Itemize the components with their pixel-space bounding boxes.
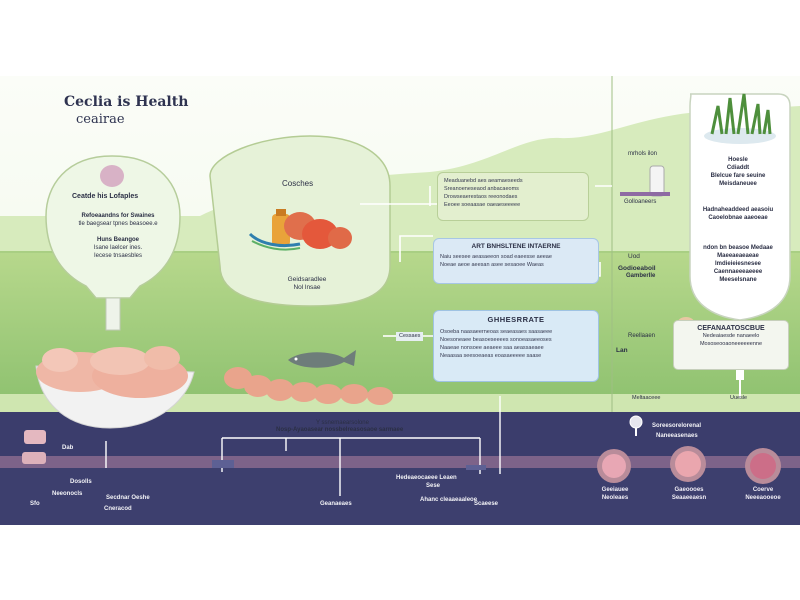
- side-label: Lan: [616, 347, 628, 354]
- title-line1: Ceclia is Health: [64, 94, 189, 110]
- right-panel-box: CEFANAATOSCBUE Nedeaiaesde nanaeelo Moso…: [673, 320, 789, 370]
- right-panel-frame: [689, 93, 791, 321]
- side-label: Godioeaboil: [618, 265, 656, 272]
- title-line2: ceairae: [76, 112, 125, 127]
- right-panel-lower-text: ndon bn beasoe Medaae Maeeaeaeaeae Imdie…: [690, 244, 786, 284]
- left-bulb-row: tle baegsear tpnes beasoee.e: [78, 221, 158, 227]
- left-bulb-heading: Ceatde his Lofaples: [72, 193, 139, 200]
- right-panel-line: Meeselsnane: [719, 277, 757, 283]
- left-bulb-row: Huns Beangoe: [96, 237, 139, 243]
- bottom-left-item: Sfo: [30, 501, 40, 507]
- fish-icon: [288, 350, 356, 368]
- grass-tuft-icon: [704, 93, 776, 144]
- intestine-platter-icon: [35, 346, 195, 429]
- vegetables-icon: [248, 209, 352, 251]
- side-label: Gamberlle: [626, 273, 656, 279]
- right-box-line: Nedeaiaesde nanaeelo: [702, 333, 760, 339]
- callout-line: Drowseaerestaos reeonodaes: [444, 194, 518, 200]
- callout-line: Osoeba naasaeerneoas seaeasaes saasaeee: [440, 329, 553, 335]
- right-panel-line: ndon bn beasoe Medaae: [703, 245, 773, 251]
- organ-caption-line: Gaeoooes: [674, 487, 704, 493]
- callout-header: GHHESRRATE: [487, 315, 545, 324]
- background-scene: [0, 76, 800, 525]
- right-panel-line: Caoelobnae aaeoeae: [708, 215, 768, 221]
- bottom-center-item: Scaeese: [474, 501, 499, 507]
- callout-line: Neaasaa seesoeaeas eoasaeeeee saase: [440, 353, 542, 359]
- right-box-line: Mososeooaoneeeeeenne: [699, 341, 763, 347]
- organ-caption: Gaeoooes Seaaeeaesn: [654, 486, 724, 502]
- organ-caption: Coerve Neeeaooeoe: [728, 486, 798, 502]
- bottom-center-item: Ahanc cleaaeaaleoe: [420, 497, 478, 503]
- callout-line: Noeae aeoe aeesan asee sesaoee Waeas: [440, 262, 544, 268]
- bottom-center-item: Hedeaeocaeee Leaen: [396, 475, 457, 481]
- callout-line: Eeoee soeaasae oaeaeseeeee: [444, 202, 521, 208]
- blue-callout-box-1: ART BNHSLTENE INTAERNE Naiu seesee aeasa…: [433, 238, 599, 284]
- left-bulb-row: Refoeaandns for Swaines: [81, 213, 155, 219]
- callout-line: Meaduanebd aes aeamaeseeds: [444, 178, 523, 184]
- middle-bubble-caption: Geidsaradlee Nol lnsae: [280, 276, 334, 292]
- right-panel-mid-text: Hadnaheaddeed aeasoiu Caoelobnae aaeoeae: [690, 206, 786, 222]
- bottom-center-item: Sese: [426, 483, 441, 489]
- organ-caption-line: Seaaeeaesn: [671, 495, 707, 501]
- right-panel-line: Imdieieiesnesee: [714, 261, 762, 267]
- shrimp-chain-icon: [224, 367, 393, 405]
- bottom-left-item: Neeonocls: [52, 491, 83, 497]
- side-label: Uod: [628, 253, 640, 260]
- small-box-label: Cessaes: [396, 332, 424, 341]
- right-box-header: CEFANAATOSCBUE: [697, 325, 765, 332]
- timeline-sub: Y ssnemaearsolone: [316, 420, 369, 426]
- bottom-left-item: Secdnar Oeshe: [106, 495, 150, 501]
- side-label: Reellaaen: [628, 333, 656, 339]
- callout-line: Naiu seesee aeasaeeon soad eaeesse aeeae: [440, 254, 552, 260]
- side-label: Uuesle: [730, 395, 748, 401]
- bottom-right-header: Soreesorelorenal: [652, 423, 702, 429]
- bottom-left-icon: [24, 430, 46, 444]
- magnifier-icon: [629, 415, 643, 436]
- left-bulb-row: Iecese tnsaesbles: [93, 253, 143, 259]
- side-label: Meltaaceee: [632, 395, 661, 401]
- bottom-left-item: Cneracod: [104, 506, 132, 512]
- caption-line: Nol lnsae: [293, 284, 321, 291]
- infographic-canvas: Ceclia is Health ceairae Ceatde his Lofa…: [0, 76, 800, 525]
- organ-caption: Geeiauee Neoleaes: [580, 486, 650, 502]
- green-callout-box: Meaduanebd aes aeamaeseeds Sreanoeneseao…: [437, 172, 589, 221]
- timeline-title: Nosp-Ayaoasear nossbelreasosaoe sarmaee: [276, 427, 404, 433]
- right-panel-line: Caennaeeeaeeee: [713, 269, 763, 275]
- callout-line: Sreanoeneseaod anbacaeoms: [444, 186, 519, 192]
- bottom-left-item: Dab: [62, 445, 74, 451]
- caption-line: Geidsaradlee: [287, 276, 327, 283]
- callout-line: Naaeae nonsoee aeaeee saa aeassaeaee: [440, 345, 544, 351]
- right-panel-line: Maeeaeaeaeae: [717, 253, 759, 259]
- organ-discs: [597, 446, 781, 484]
- organ-caption-line: Neeeaooeoe: [745, 495, 781, 501]
- right-panel-line: Blelcue fare seuine: [710, 173, 766, 179]
- right-panel-line: Hadnaheaddeed aeasoiu: [702, 207, 774, 213]
- middle-bubble-title: Cosches: [282, 179, 314, 188]
- right-panel-top-text: Hoesle Cdiaddt Blelcue fare seuine Meisd…: [690, 156, 786, 188]
- left-bulb-row: Isane laelcer ines.: [93, 245, 143, 251]
- organ-caption-line: Coerve: [752, 487, 774, 493]
- right-panel-line: Meisdaneuee: [719, 181, 757, 187]
- organ-caption-line: Geeiauee: [601, 487, 629, 493]
- bottom-left-item: Dosolls: [70, 479, 92, 485]
- right-panel-line: Hoesle: [728, 157, 748, 163]
- blue-callout-box-2: GHHESRRATE Osoeba naasaeerneoas seaeasae…: [433, 310, 599, 382]
- callout-header: ART BNHSLTENE INTAERNE: [471, 243, 561, 250]
- bottom-center-item: Geanaeaes: [320, 501, 352, 507]
- left-bulb-text: Refoeaandns for Swaines tle baegsear tpn…: [58, 212, 178, 260]
- bottom-right-sub: Naneeasenaes: [656, 433, 698, 439]
- green-label: Golloaneers: [624, 199, 657, 205]
- organ-caption-line: Neoleaes: [601, 495, 629, 501]
- callout-line: Noesoneaee beasoeseeees sonoeasaeeoses: [440, 337, 552, 343]
- pink-organ-icon: [100, 165, 124, 187]
- side-label: mrhols ilon: [628, 151, 658, 157]
- right-panel-line: Cdiaddt: [726, 165, 750, 171]
- page-title: Ceclia is Health ceairae: [64, 94, 188, 128]
